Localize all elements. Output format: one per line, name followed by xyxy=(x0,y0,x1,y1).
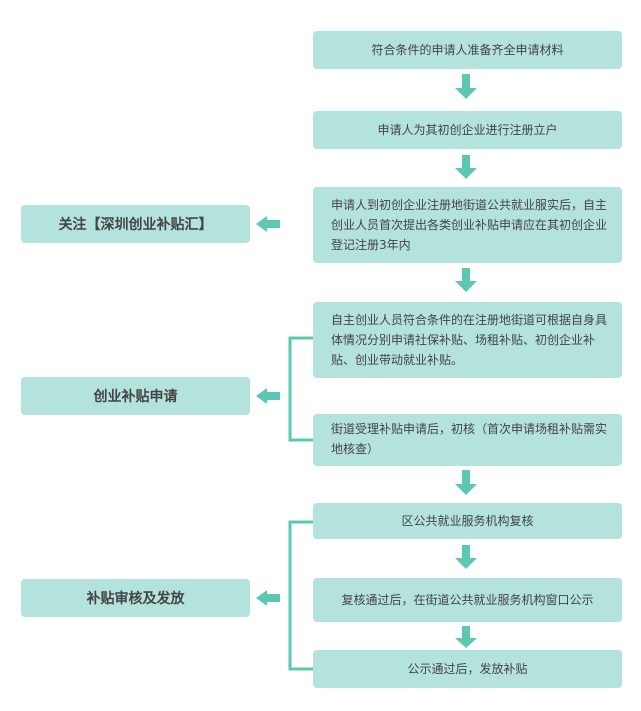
down-arrow-3 xyxy=(455,268,477,292)
step-6-text: 区公共就业服务机构复核 xyxy=(401,514,534,528)
down-arrow-5 xyxy=(455,545,477,569)
down-arrow-4 xyxy=(455,470,477,495)
step-2-box: 申请人为其初创企业进行注册立户 xyxy=(313,111,622,149)
category-follow-box: 关注【深圳创业补贴汇】 xyxy=(21,205,250,243)
step-6-box: 区公共就业服务机构复核 xyxy=(313,503,622,539)
category-review-box: 补贴审核及发放 xyxy=(21,579,250,617)
left-arrow-1 xyxy=(256,216,280,232)
down-arrow-2 xyxy=(455,155,477,179)
step-8-text: 公示通过后，发放补贴 xyxy=(407,662,528,676)
category-application-text: 创业补贴申请 xyxy=(93,389,178,405)
step-3-text: 申请人到初创企业注册地街道公共就业服实后，自主创业人员首次提出各类创业补贴申请应… xyxy=(331,198,608,252)
step-5-text: 街道受理补贴申请后，初核（首次申请场租补贴需实地核查） xyxy=(331,422,608,456)
down-arrow-1 xyxy=(455,74,477,99)
step-1-text: 符合条件的申请人准备齐全申请材料 xyxy=(371,43,564,57)
step-5-box: 街道受理补贴申请后，初核（首次申请场租补贴需实地核查） xyxy=(313,414,622,466)
category-follow-text: 关注【深圳创业补贴汇】 xyxy=(58,217,213,233)
step-1-box: 符合条件的申请人准备齐全申请材料 xyxy=(313,31,622,69)
bracket-application xyxy=(288,336,313,442)
step-7-text: 复核通过后，在街道公共就业服务机构窗口公示 xyxy=(341,593,594,607)
left-arrows xyxy=(256,216,280,606)
step-4-text: 自主创业人员符合条件的在注册地街道可根据自身具体情况分别申请社保补贴、场租补贴、… xyxy=(331,313,608,367)
step-2-text: 申请人为其初创企业进行注册立户 xyxy=(377,123,558,137)
step-7-box: 复核通过后，在街道公共就业服务机构窗口公示 xyxy=(313,578,622,622)
down-arrows xyxy=(455,74,477,648)
left-arrow-3 xyxy=(256,590,280,606)
bracket-review xyxy=(288,520,313,671)
down-arrow-6 xyxy=(455,626,477,648)
step-3-box: 申请人到初创企业注册地街道公共就业服实后，自主创业人员首次提出各类创业补贴申请应… xyxy=(313,187,622,263)
brackets xyxy=(288,336,313,671)
category-application-box: 创业补贴申请 xyxy=(21,377,250,415)
step-8-box: 公示通过后，发放补贴 xyxy=(313,650,622,688)
left-arrow-2 xyxy=(256,388,280,404)
step-4-box: 自主创业人员符合条件的在注册地街道可根据自身具体情况分别申请社保补贴、场租补贴、… xyxy=(313,302,622,378)
category-review-text: 补贴审核及发放 xyxy=(86,591,185,607)
